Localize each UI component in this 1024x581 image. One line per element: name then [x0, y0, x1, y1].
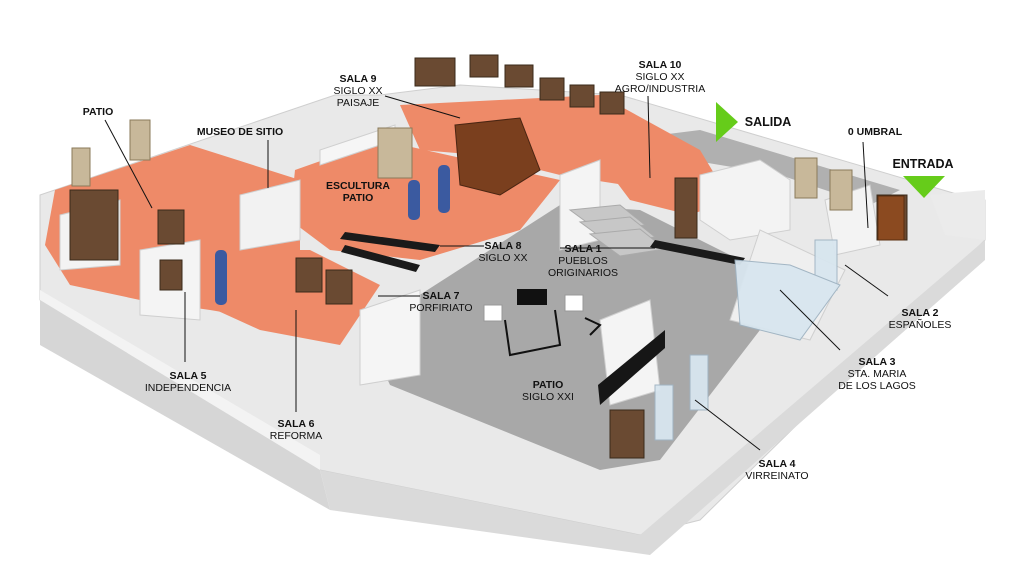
wall-block-3 — [359, 289, 421, 386]
wall-bottom-left — [40, 300, 330, 510]
entrance-door — [877, 195, 905, 241]
label-sala-10: SALA 10 SIGLO XX AGRO/INDUSTRIA — [614, 59, 706, 95]
white-chairs — [483, 294, 584, 322]
label-sala-1: SALA 1 PUEBLOS ORIGINARIOS — [547, 243, 619, 279]
label-patio-siglo-xxi: PATIO SIGLO XXI — [522, 379, 574, 403]
label-museo-de-sitio: MUSEO DE SITIO — [196, 126, 284, 138]
label-entrada: ENTRADA — [892, 157, 954, 171]
label-umbral: 0 UMBRAL — [847, 126, 903, 138]
label-patio-top: PATIO — [82, 106, 114, 118]
entrada-arrow-icon — [903, 176, 945, 198]
patio-furniture — [504, 289, 602, 357]
label-sala-7: SALA 7 PORFIRIATO — [409, 290, 473, 314]
label-salida: SALIDA — [744, 115, 792, 129]
label-sala-5: SALA 5 INDEPENDENCIA — [144, 370, 232, 394]
label-sala-2: SALA 2 ESPAÑOLES — [888, 307, 952, 331]
label-sala-6: SALA 6 REFORMA — [269, 418, 323, 442]
salida-arrow-icon — [716, 102, 738, 142]
label-sala-9: SALA 9 SIGLO XX PAISAJE — [333, 73, 383, 109]
label-sala-3: SALA 3 STA. MARIA DE LOS LAGOS — [838, 356, 916, 392]
light-paintings — [71, 119, 853, 211]
counter-sala-8 — [454, 117, 541, 196]
wall-bottom-left-top — [40, 290, 320, 470]
wall-block-4 — [699, 159, 791, 241]
leader-lines — [104, 95, 889, 451]
label-sala-4: SALA 4 VIRREINATO — [745, 458, 809, 482]
display-wall-dark — [598, 330, 665, 405]
sculptures — [215, 165, 450, 305]
label-sala-8: SALA 8 SIGLO XX — [478, 240, 528, 264]
benches — [340, 232, 745, 272]
vitrines — [654, 239, 841, 441]
wall-block-7 — [239, 179, 301, 251]
wall-right-top — [930, 190, 985, 240]
label-escultura-patio: ESCULTURA PATIO — [326, 180, 390, 204]
